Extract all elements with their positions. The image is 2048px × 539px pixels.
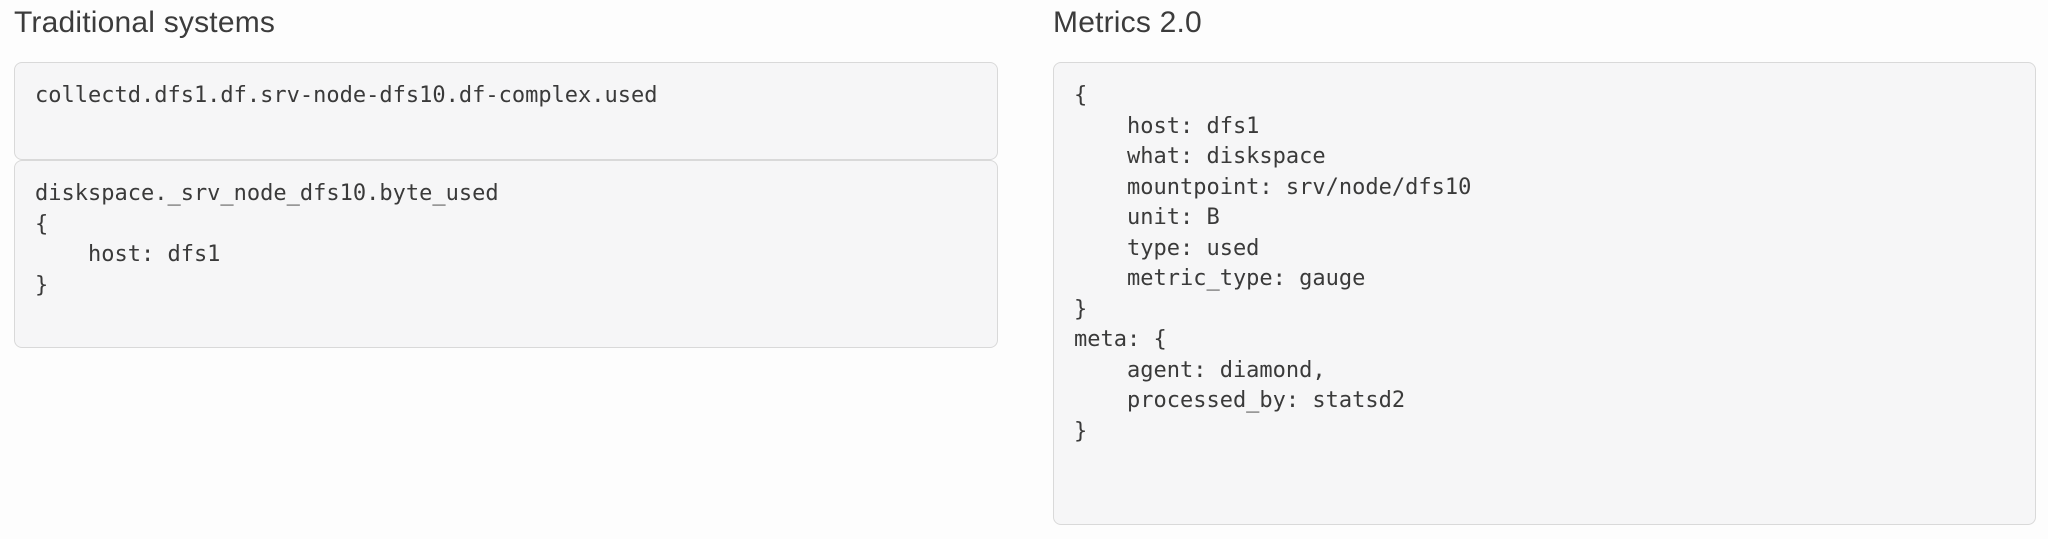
metrics20-column: Metrics 2.0 { host: dfs1 what: diskspace… [1053, 0, 2036, 525]
metrics-comparison-page: Traditional systems collectd.dfs1.df.srv… [14, 0, 2036, 525]
metrics20-title: Metrics 2.0 [1053, 6, 1202, 39]
traditional-tagged-metric-code-box: diskspace._srv_node_dfs10.byte_used { ho… [14, 160, 998, 348]
traditional-graphite-metric-code-box: collectd.dfs1.df.srv-node-dfs10.df-compl… [14, 62, 998, 160]
metrics20-metric-code-box: { host: dfs1 what: diskspace mountpoint:… [1053, 62, 2036, 525]
traditional-systems-title: Traditional systems [14, 6, 276, 39]
traditional-systems-column: Traditional systems collectd.dfs1.df.srv… [14, 0, 998, 525]
